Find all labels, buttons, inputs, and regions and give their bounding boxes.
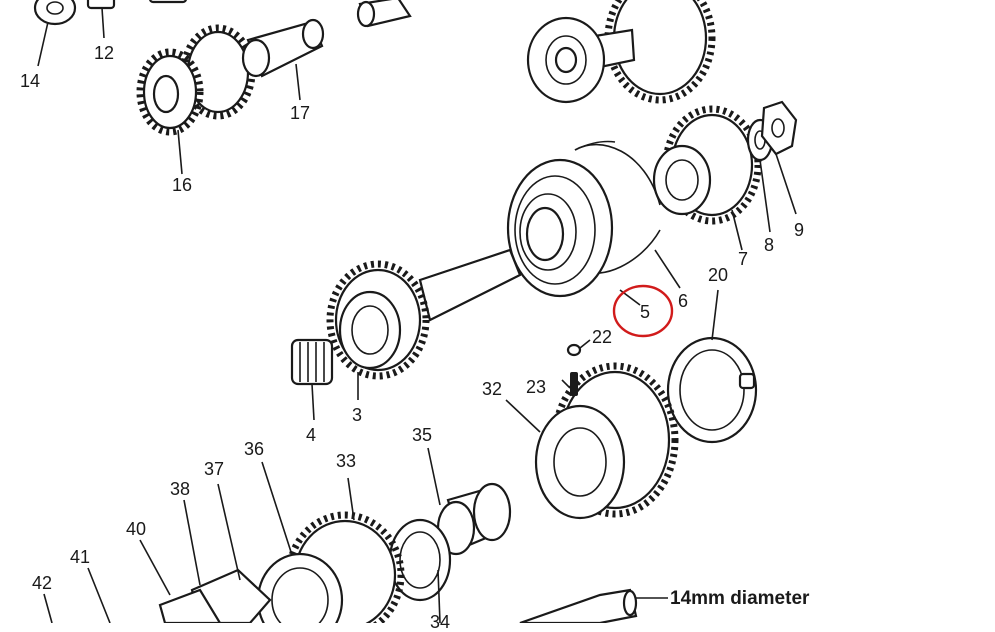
callout-3: 3 (352, 405, 363, 425)
callout-32: 32 (482, 379, 503, 399)
bearing-part-5 (506, 158, 614, 298)
mainshaft-part-3 (326, 248, 522, 380)
leader-lines (37, 7, 797, 624)
pin-part (356, 0, 412, 28)
callout-17: 17 (290, 103, 311, 123)
output-shaft (519, 588, 638, 625)
needle-bearing-part-4 (290, 338, 334, 386)
ring-part-20 (666, 336, 758, 444)
sleeve-part-35 (436, 482, 512, 556)
callout-14: 14 (20, 71, 41, 91)
callout-37: 37 (204, 459, 225, 479)
callout-35: 35 (412, 425, 433, 445)
callout-22: 22 (592, 327, 613, 347)
callout-38: 38 (170, 479, 191, 499)
callout-20: 20 (708, 265, 729, 285)
part-12 (86, 0, 187, 10)
callout-16: 16 (172, 175, 193, 195)
callout-12: 12 (94, 43, 115, 63)
callout-33: 33 (336, 451, 357, 471)
callout-23: 23 (526, 377, 547, 397)
callout-36: 36 (244, 439, 265, 459)
callout-5: 5 (640, 302, 651, 322)
sleeve-part-17 (241, 18, 325, 78)
gear-part-16 (136, 24, 256, 136)
diameter-note: 14mm diameter (670, 588, 810, 609)
callout-41: 41 (70, 547, 91, 567)
callout-9: 9 (794, 220, 805, 240)
needle-bearing-part-34 (388, 518, 452, 602)
gear-part-33 (256, 511, 405, 632)
callout-4: 4 (306, 425, 317, 445)
gear-part-7 (652, 105, 762, 225)
callout-8: 8 (764, 235, 775, 255)
callout-7: 7 (738, 249, 749, 269)
washer-part-14 (33, 0, 77, 26)
callout-42: 42 (32, 573, 53, 593)
highlight-circle (612, 284, 674, 338)
callout-6: 6 (678, 291, 689, 311)
nut-part-9 (760, 100, 798, 156)
gear-assembly-top-right (526, 0, 716, 104)
callout-34: 34 (430, 612, 451, 632)
synchro-part-32 (534, 362, 679, 520)
plate-parts-37-38-40 (158, 568, 272, 625)
key-part-22 (566, 343, 582, 357)
callout-40: 40 (126, 519, 147, 539)
